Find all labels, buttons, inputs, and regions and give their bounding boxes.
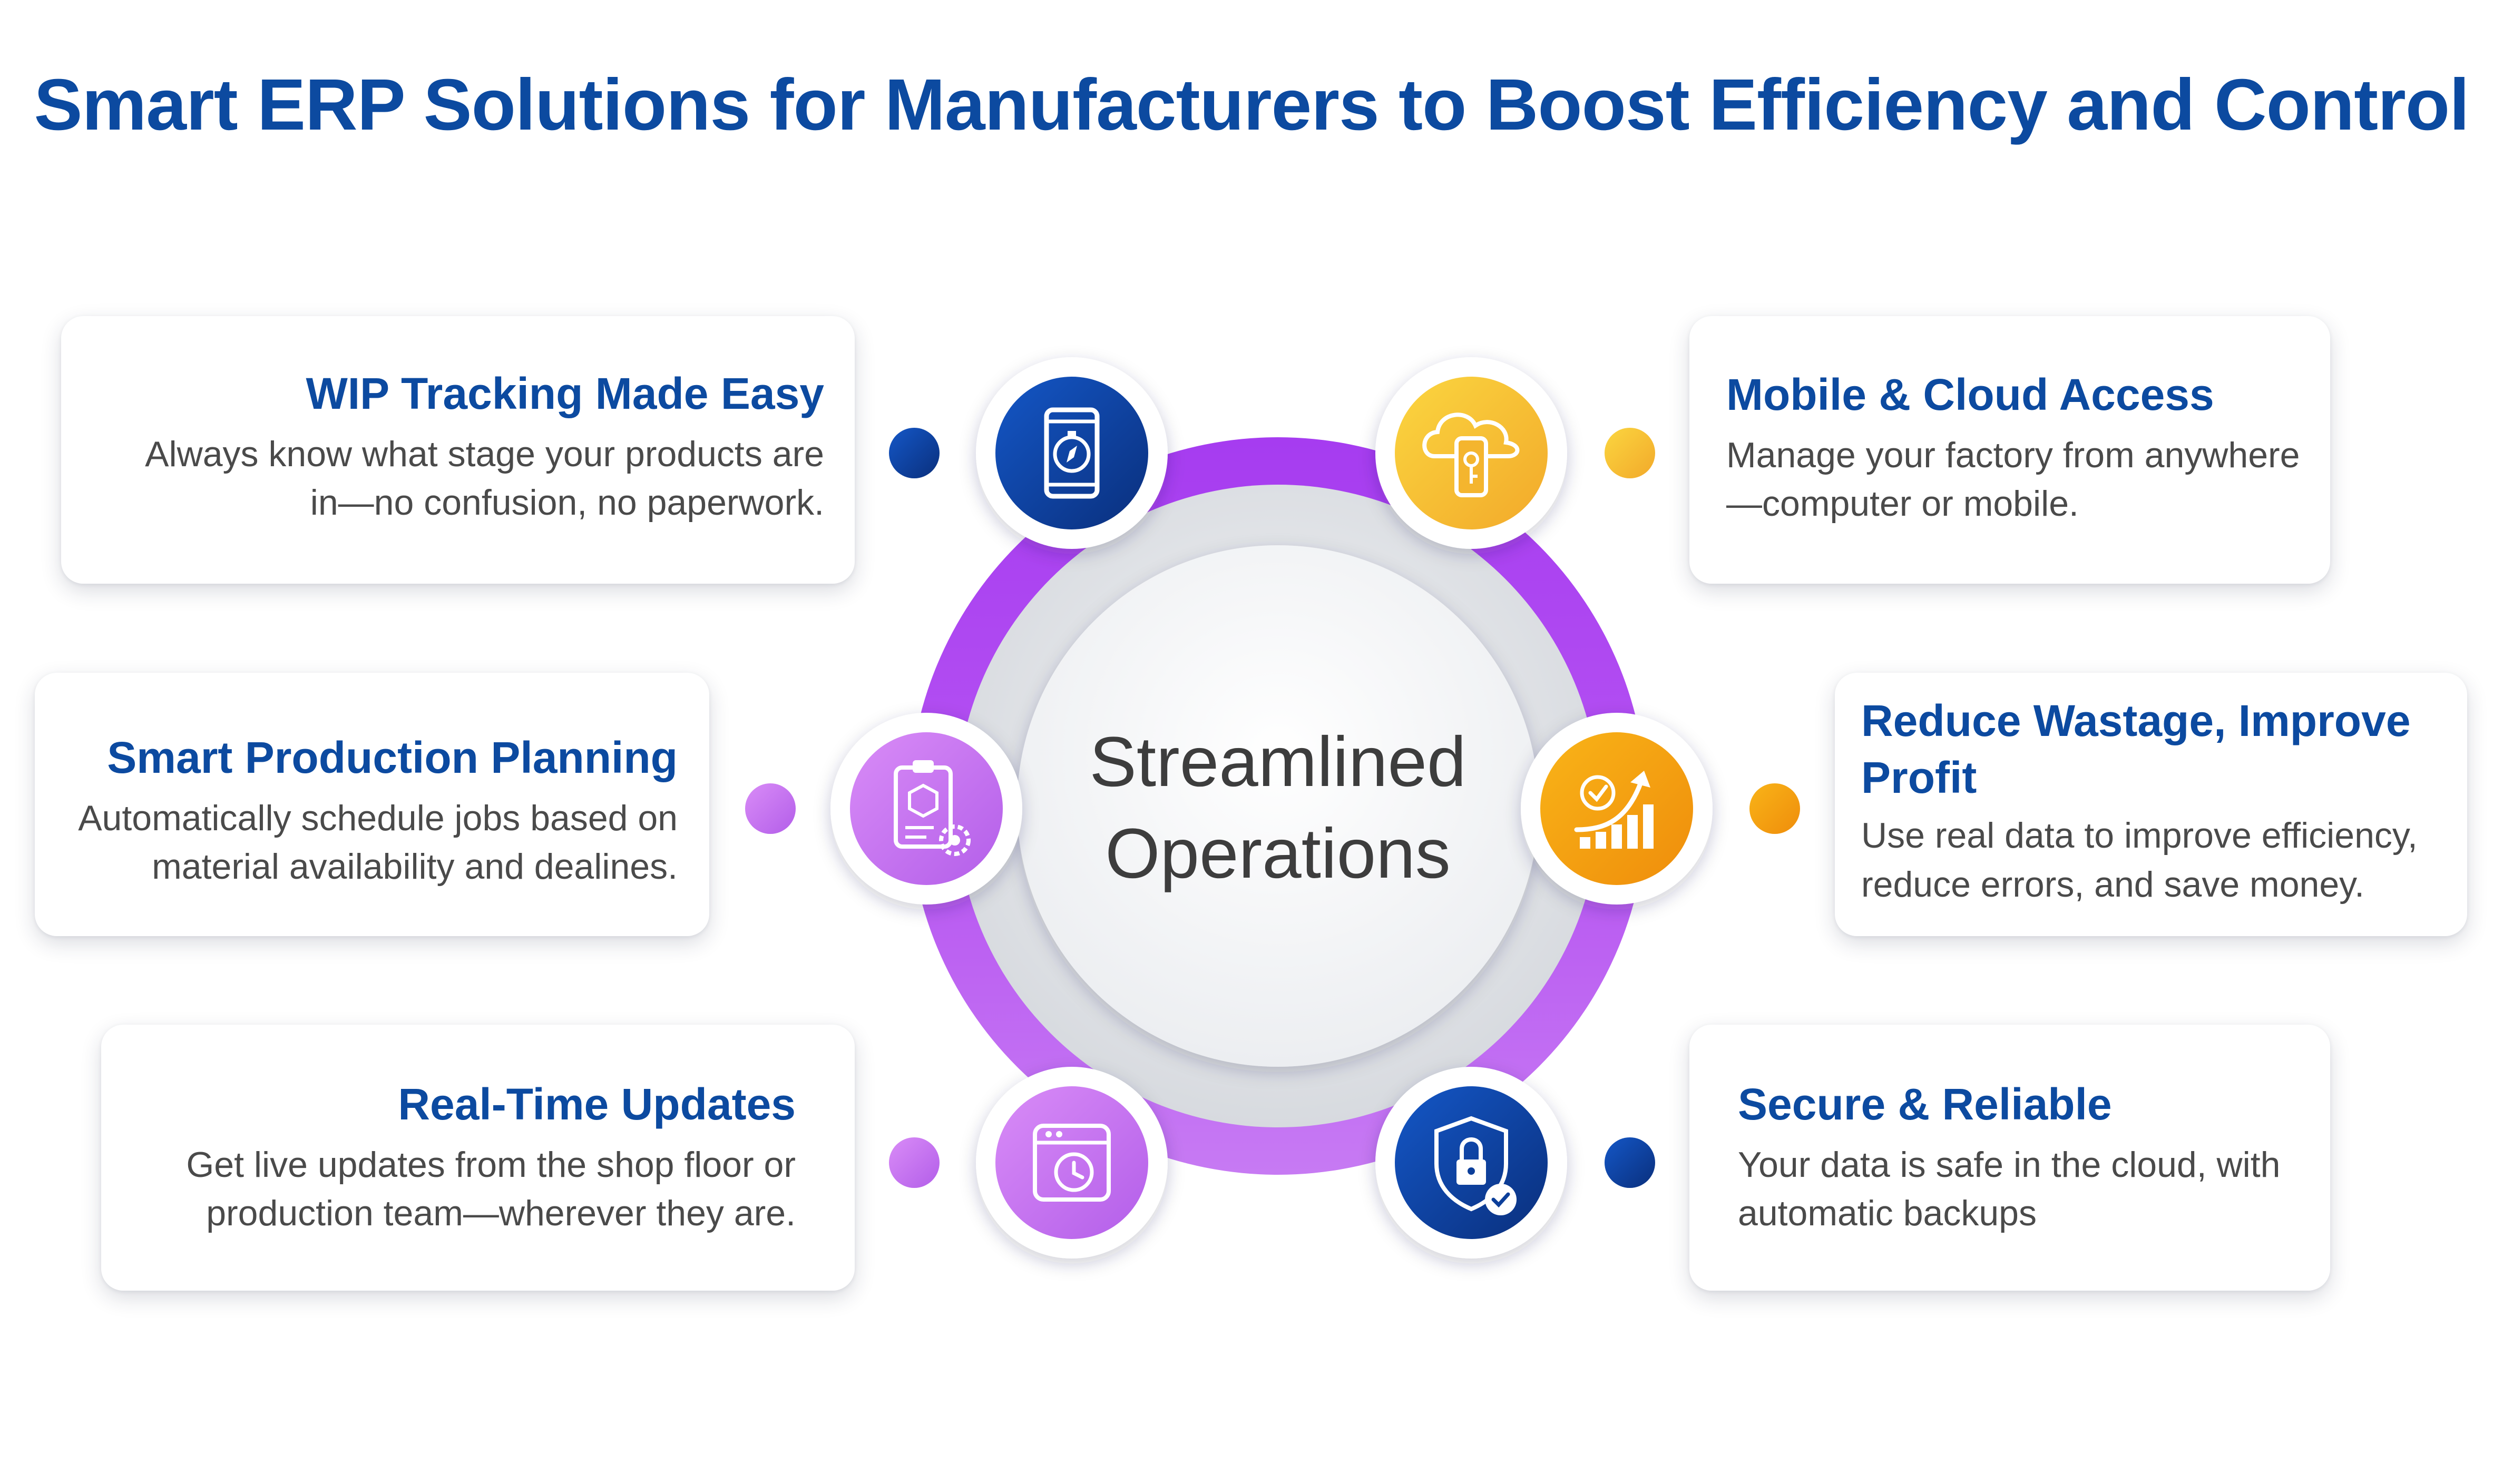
feature-title: Mobile & Cloud Access <box>1726 370 2214 419</box>
connector-dot-secure <box>1605 1137 1655 1188</box>
feature-title: Secure & Reliable <box>1738 1079 2112 1129</box>
shield-lock-icon <box>1375 1067 1567 1259</box>
feature-description: Use real data to improve efficiency, red… <box>1861 815 2418 905</box>
feature-description: Get live updates from the shop floor or … <box>186 1144 796 1233</box>
hub-label-line2: Operations <box>1105 814 1451 893</box>
connector-dot-mobile <box>1605 428 1655 478</box>
hub-inner <box>1017 545 1539 1067</box>
page-title: Smart ERP Solutions for Manufacturers to… <box>34 64 2470 145</box>
calendar-clock-icon <box>976 1067 1168 1259</box>
feature-description: Automatically schedule jobs based on mat… <box>78 798 678 887</box>
feature-title: WIP Tracking Made Easy <box>306 369 824 418</box>
hub-label-line1: Streamlined <box>1089 723 1466 801</box>
feature-description: Always know what stage your products are… <box>145 434 824 523</box>
feature-description: Your data is safe in the cloud, with aut… <box>1738 1144 2281 1233</box>
feature-description: Manage your factory from anywhere—comput… <box>1726 435 2300 524</box>
feature-title: Smart Production Planning <box>107 733 678 782</box>
hub-label: Streamlined Operations <box>975 716 1581 900</box>
feature-title: Reduce Wastage, Improve Profit <box>1861 696 2411 802</box>
clipboard-gear-icon <box>830 713 1022 905</box>
feature-card-wip-tracking: WIP Tracking Made Easy Always know what … <box>61 316 855 584</box>
growth-chart-icon <box>1521 713 1713 905</box>
feature-card-mobile-cloud: Mobile & Cloud Access Manage your factor… <box>1689 316 2330 584</box>
feature-title: Real-Time Updates <box>398 1079 796 1129</box>
cloud-phone-key-icon <box>1375 357 1567 549</box>
feature-card-production-planning: Smart Production Planning Automatically … <box>35 673 709 936</box>
feature-card-reduce-wastage: Reduce Wastage, Improve Profit Use real … <box>1835 673 2467 936</box>
stopwatch-phone-icon <box>976 357 1168 549</box>
connector-dot-wip <box>889 428 940 478</box>
connector-dot-realtime <box>889 1137 940 1188</box>
feature-card-secure-reliable: Secure & Reliable Your data is safe in t… <box>1689 1025 2330 1291</box>
connector-dot-planning <box>745 783 796 834</box>
connector-dot-profit <box>1749 783 1800 834</box>
feature-card-realtime-updates: Real-Time Updates Get live updates from … <box>101 1025 855 1291</box>
